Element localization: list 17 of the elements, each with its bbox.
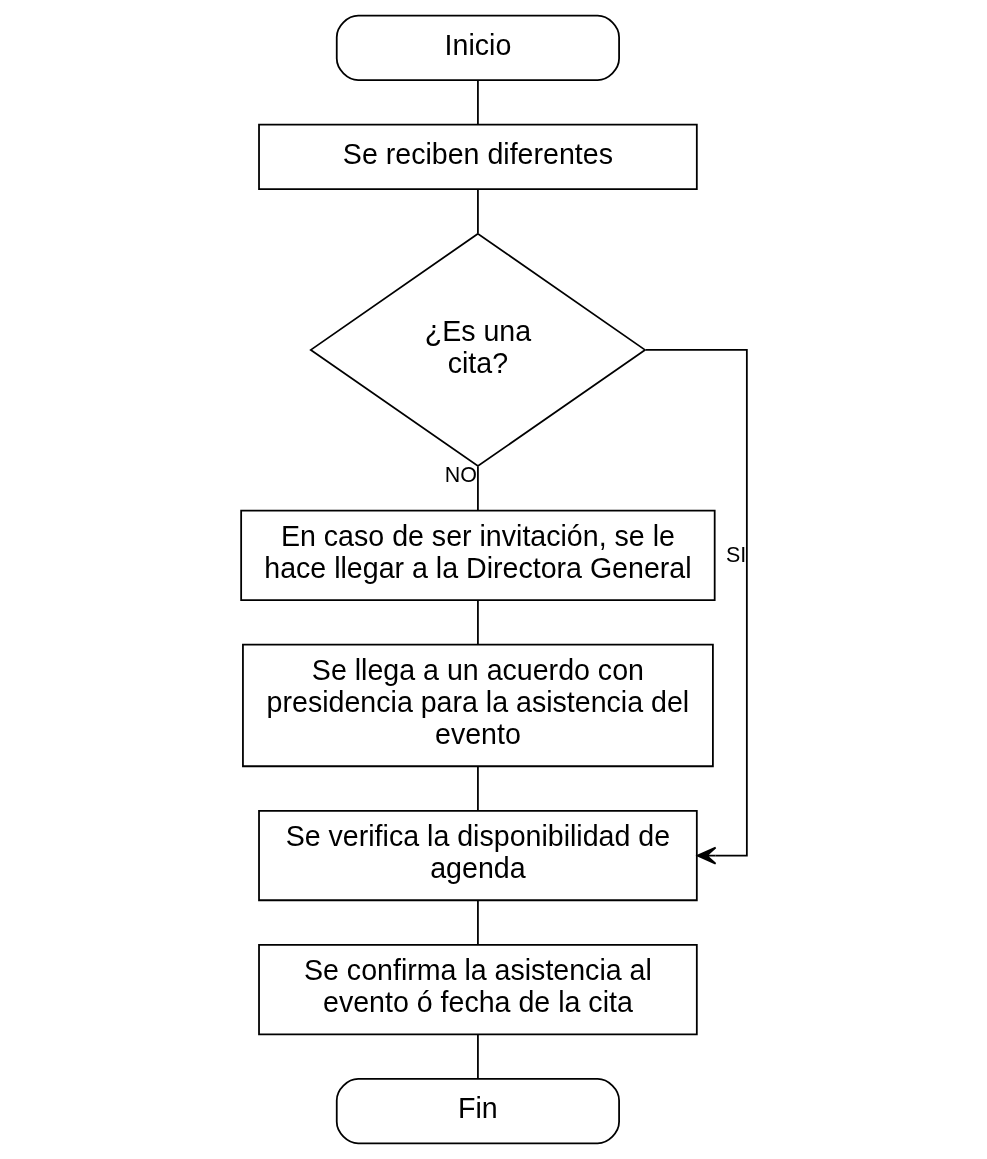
connector [476,465,479,512]
node-box: Inicio [335,14,620,81]
node-box: Fin [335,1078,620,1145]
connector [476,188,479,234]
edge-label: SI [725,542,746,567]
connector [476,79,479,126]
connector [476,1033,479,1080]
node-box: Se confirma la asistencia al evento ó fecha de la cita [257,944,698,1036]
node-box: Se llega a un acuerdo con presidencia para la asistencia del evento [241,643,714,768]
connector [476,900,479,946]
node-diamond: ¿Es una cita? [308,232,647,468]
node-box: En caso de ser invitación, se le hace llegar a la Directora General [239,509,716,601]
node-box: Se reciben diferentes [257,123,698,190]
node-box: Se verifica la disponibilidad de agenda [257,810,698,902]
arrow [644,349,748,865]
connector [476,765,479,812]
connector [476,599,479,646]
